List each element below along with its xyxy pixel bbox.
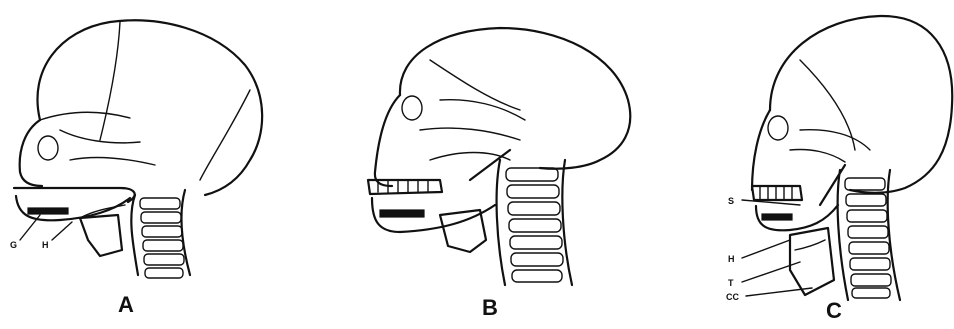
- panel-a-label-g: G: [10, 240, 17, 250]
- panel-c-cervical-spine: [838, 170, 900, 300]
- panel-c-label-s: S: [728, 196, 734, 206]
- panel-c-label-t: T: [728, 278, 734, 288]
- panel-b-child-skull: B: [368, 28, 630, 320]
- panel-c-label-h: H: [728, 254, 735, 264]
- panel-c-adult-skull: S H T CC C: [726, 16, 952, 323]
- panel-a-infant-skull: G H A: [10, 20, 262, 317]
- panel-a-caption: A: [118, 292, 134, 317]
- panel-a-cervical-spine: [131, 190, 190, 278]
- panel-a-label-h: H: [42, 240, 49, 250]
- panel-b-cervical-spine: [497, 160, 572, 285]
- panel-b-caption: B: [482, 295, 498, 320]
- panel-c-caption: C: [826, 298, 842, 323]
- panel-c-label-cc: CC: [726, 292, 739, 302]
